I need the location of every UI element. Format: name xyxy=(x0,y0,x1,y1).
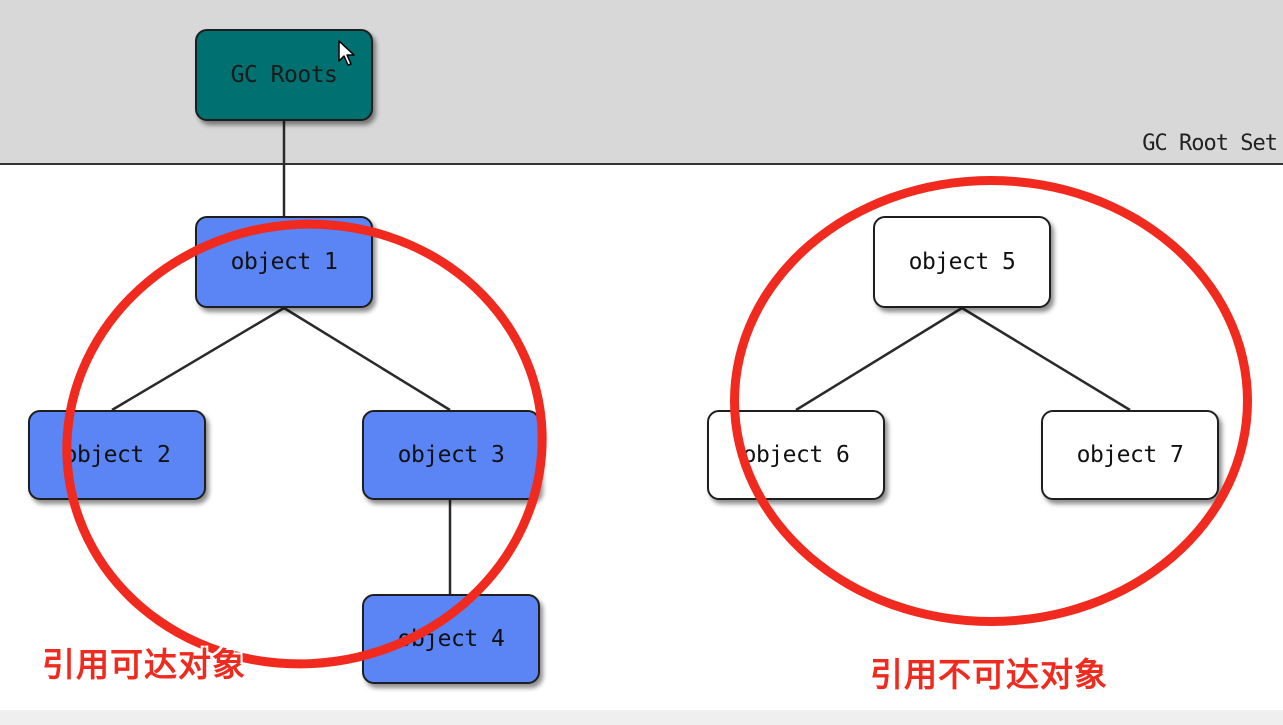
object-1-node: object 1 xyxy=(195,216,373,308)
reachable-objects-caption: 引用可达对象 xyxy=(42,645,246,684)
edge-object1-object3 xyxy=(283,306,451,412)
unreachable-highlight-ring xyxy=(730,176,1252,626)
object-4-node: object 4 xyxy=(362,594,540,684)
bottom-strip xyxy=(0,710,1283,725)
object-2-node: object 2 xyxy=(28,410,206,500)
mouse-pointer-icon xyxy=(338,40,355,66)
object-3-node: object 3 xyxy=(362,410,540,500)
gc-root-set-label: GC Root Set xyxy=(1142,131,1278,156)
unreachable-objects-caption: 引用不可达对象 xyxy=(870,655,1108,694)
edge-object1-object2 xyxy=(111,306,285,412)
